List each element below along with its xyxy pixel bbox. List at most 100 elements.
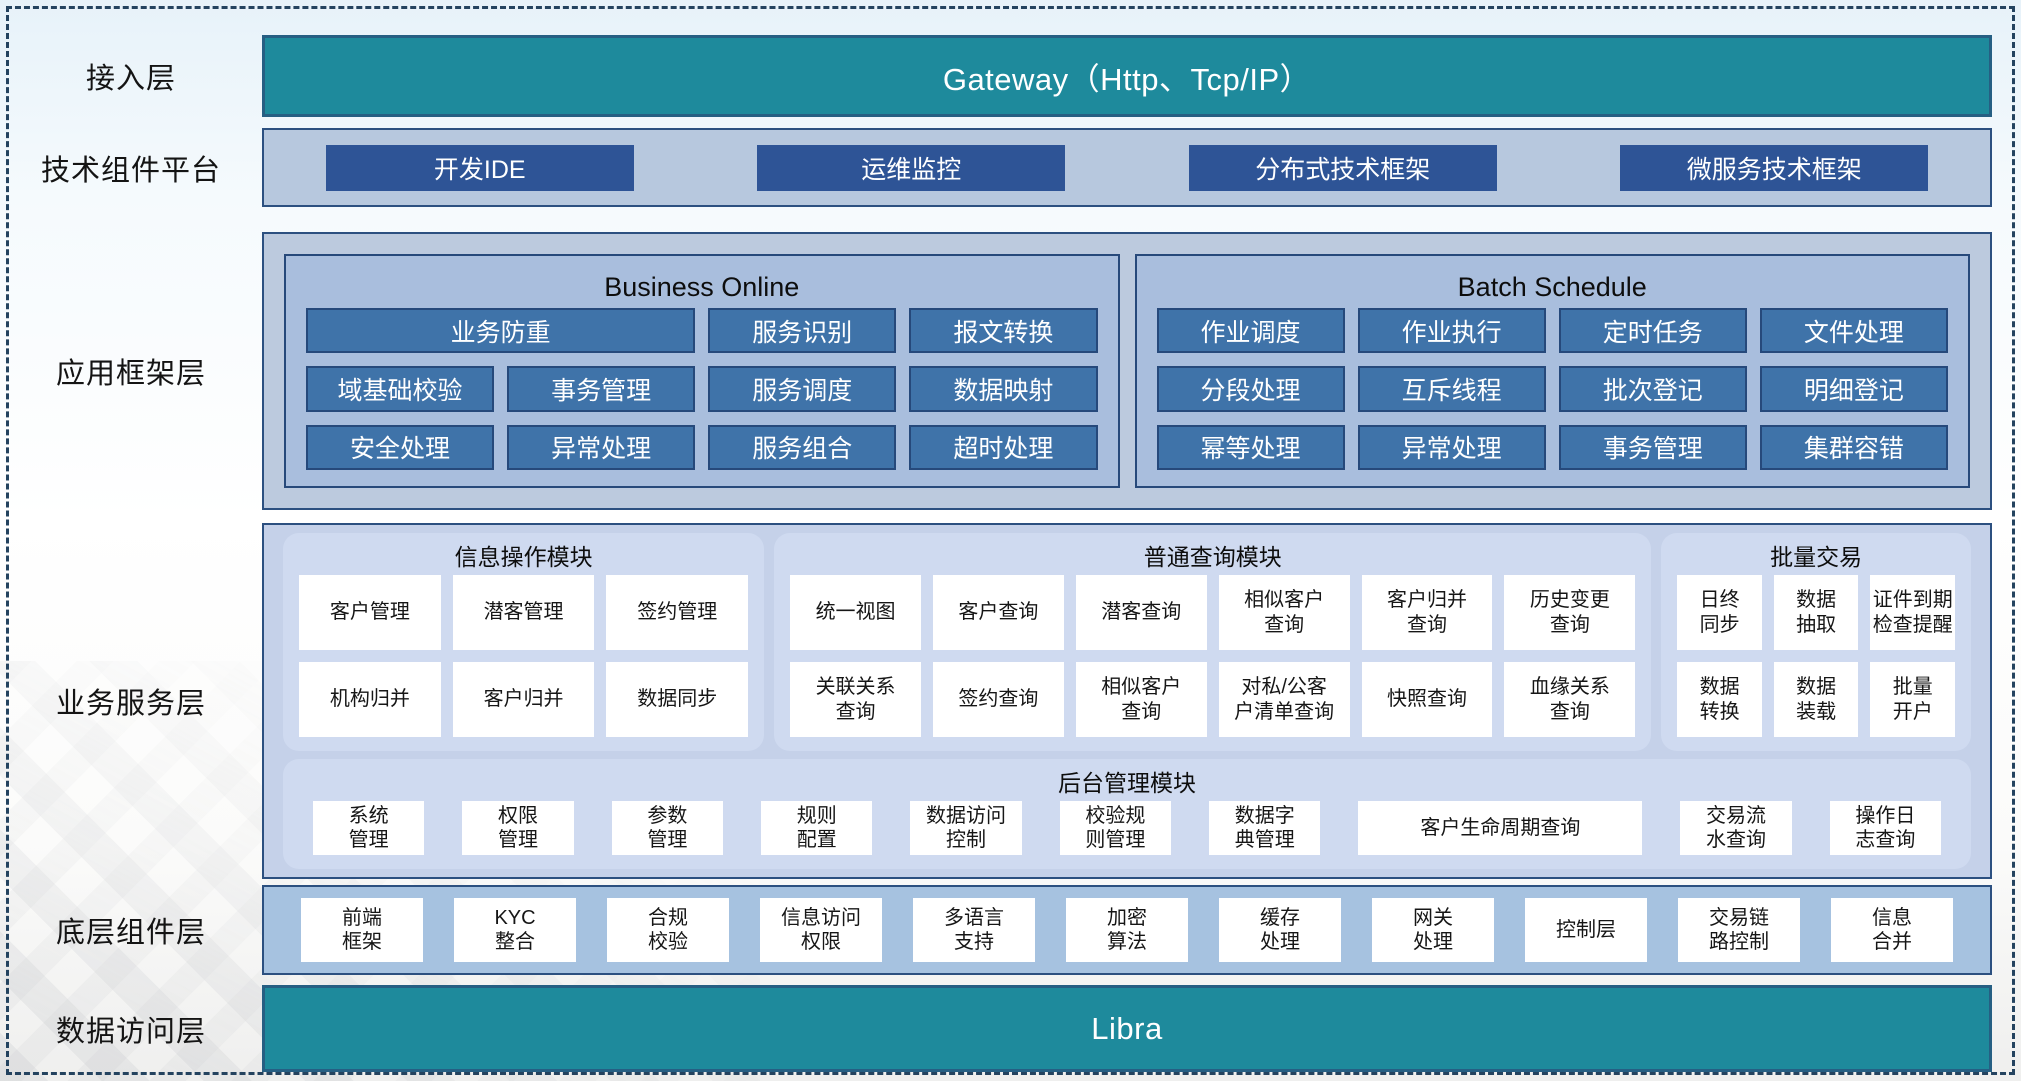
service-item: 证件到期 检查提醒 [1870,575,1955,650]
service-item: 数据字 典管理 [1209,801,1321,855]
base-item: 信息 合并 [1831,898,1953,962]
base-components-label: 底层组件层 [55,917,206,949]
info-operation-title: 信息操作模块 [454,544,593,570]
framework-item: 服务调度 [708,366,897,412]
service-item: 日终 同步 [1677,575,1762,650]
layer-tech-platform: 技术组件平台 开发IDE 运维监控 分布式技术框架 微服务技术框架 [0,128,1992,207]
framework-item: 事务管理 [1558,424,1747,470]
service-item: 相似客户 查询 [1075,662,1207,737]
framework-item: 作业调度 [1156,308,1345,354]
app-framework-container: Business Online 业务防重 服务识别 报文转换 域基础校验 事务管… [262,232,1992,510]
service-item: 系统 管理 [313,801,425,855]
service-item: 对私/公客 户清单查询 [1218,662,1350,737]
service-item: 机构归并 [299,662,441,737]
framework-item: 定时任务 [1558,308,1747,354]
common-query-title: 普通查询模块 [1143,544,1282,570]
service-item: 客户归并 [452,662,595,737]
service-item: 参数 管理 [611,801,724,855]
business-online-grid: 业务防重 服务识别 报文转换 域基础校验 事务管理 服务调度 数据映射 安全处理… [306,308,1098,470]
service-item: 批量 开户 [1870,662,1955,737]
business-service-label: 业务服务层 [55,688,206,720]
business-online-title: Business Online [604,272,800,302]
service-item: 签约管理 [606,575,749,650]
framework-item: 互斥线程 [1357,366,1546,412]
business-service-container: 信息操作模块 客户管理 潜客管理 签约管理 机构归并 客户归并 数据同步 普通查… [262,523,1992,879]
info-operation-module: 信息操作模块 客户管理 潜客管理 签约管理 机构归并 客户归并 数据同步 [283,533,765,751]
tech-item: 开发IDE [325,144,634,191]
info-operation-grid: 客户管理 潜客管理 签约管理 机构归并 客户归并 数据同步 [299,575,749,737]
base-components-container: 前端 框架 KYC 整合 合规 校验 信息访问 权限 多语言 支持 加密 算法 … [262,885,1992,975]
base-item: 前端 框架 [301,898,423,962]
service-item: 数据访问 控制 [910,801,1022,855]
admin-items-row: 系统 管理 权限 管理 参数 管理 规则 配置 数据访问 控制 校验规 则管理 … [299,801,1955,855]
service-item: 权限 管理 [462,801,574,855]
base-item: 信息访问 权限 [760,898,882,962]
tech-platform-container: 开发IDE 运维监控 分布式技术框架 微服务技术框架 [262,128,1992,207]
service-item: 规则 配置 [761,801,873,855]
framework-item: 分段处理 [1156,366,1345,412]
admin-module: 后台管理模块 系统 管理 权限 管理 参数 管理 规则 配置 数据访问 控制 校… [283,759,1971,869]
base-item: 合规 校验 [607,898,729,962]
framework-item: 异常处理 [1357,424,1546,470]
service-item: 血缘关系 查询 [1504,662,1636,737]
base-item: 控制层 [1525,898,1647,962]
data-access-label: 数据访问层 [55,1015,206,1048]
service-item: 潜客管理 [452,575,595,650]
batch-schedule-panel: Batch Schedule 作业调度 作业执行 定时任务 文件处理 分段处理 … [1134,254,1970,488]
framework-item: 业务防重 [306,308,696,354]
service-item: 客户管理 [299,575,441,650]
service-item: 交易流 水查询 [1680,801,1792,855]
framework-item: 明细登记 [1759,366,1948,412]
layer-base-components: 底层组件层 前端 框架 KYC 整合 合规 校验 信息访问 权限 多语言 支持 … [0,885,1992,975]
service-item: 潜客查询 [1075,575,1207,650]
base-item: 多语言 支持 [913,898,1035,962]
batch-schedule-title: Batch Schedule [1457,272,1647,302]
tech-item: 分布式技术框架 [1188,144,1497,191]
framework-item: 文件处理 [1759,308,1948,354]
tech-platform-label: 技术组件平台 [40,154,221,187]
base-item: 网关 处理 [1372,898,1494,962]
admin-module-title: 后台管理模块 [1058,770,1196,796]
service-item: 数据 装载 [1773,662,1859,737]
service-item: 客户查询 [933,575,1064,650]
gateway-bar: Gateway（Http、Tcp/IP） [262,35,1992,117]
base-item: 交易链 路控制 [1678,898,1800,962]
common-query-module: 普通查询模块 统一视图 客户查询 潜客查询 相似客户 查询 客户归并 查询 历史… [774,533,1652,751]
service-item: 客户生命周期查询 [1358,801,1643,855]
business-online-panel: Business Online 业务防重 服务识别 报文转换 域基础校验 事务管… [284,254,1120,488]
framework-item: 事务管理 [507,366,696,412]
layer-business-service: 业务服务层 信息操作模块 客户管理 潜客管理 签约管理 机构归并 客户归并 数据… [0,523,1992,879]
layer-access: 接入层 Gateway（Http、Tcp/IP） [0,35,1992,117]
architecture-diagram: 接入层 Gateway（Http、Tcp/IP） 技术组件平台 开发IDE 运维… [0,35,1992,1072]
framework-item: 异常处理 [507,424,696,470]
service-item: 操作日 志查询 [1829,801,1942,855]
tech-item: 微服务技术框架 [1620,144,1929,191]
framework-item: 服务组合 [708,424,897,470]
service-item: 客户归并 查询 [1361,575,1493,650]
framework-item: 域基础校验 [306,366,495,412]
base-item: 加密 算法 [1066,898,1188,962]
framework-item: 报文转换 [909,308,1098,354]
service-item: 数据同步 [606,662,749,737]
tech-item: 运维监控 [757,144,1066,191]
framework-item: 幂等处理 [1156,424,1345,470]
batch-trade-title: 批量交易 [1770,544,1863,570]
app-framework-label: 应用框架层 [55,358,206,390]
service-item: 签约查询 [933,662,1064,737]
service-item: 统一视图 [790,575,921,650]
framework-item: 安全处理 [306,424,495,470]
batch-trade-grid: 日终 同步 数据 抽取 证件到期 检查提醒 数据 转换 数据 装载 批量 开户 [1677,575,1955,737]
layer-data-access: 数据访问层 Libra [0,985,1992,1072]
common-query-grid: 统一视图 客户查询 潜客查询 相似客户 查询 客户归并 查询 历史变更 查询 关… [790,575,1636,737]
batch-schedule-grid: 作业调度 作业执行 定时任务 文件处理 分段处理 互斥线程 批次登记 明细登记 … [1156,308,1948,470]
service-item: 校验规 则管理 [1059,801,1172,855]
service-item: 数据 转换 [1677,662,1762,737]
service-item: 数据 抽取 [1773,575,1859,650]
service-item: 历史变更 查询 [1504,575,1636,650]
service-item: 关联关系 查询 [790,662,921,737]
service-item: 快照查询 [1361,662,1493,737]
base-item: KYC 整合 [454,898,576,962]
framework-item: 超时处理 [909,424,1098,470]
framework-item: 作业执行 [1357,308,1546,354]
libra-bar: Libra [262,985,1992,1072]
